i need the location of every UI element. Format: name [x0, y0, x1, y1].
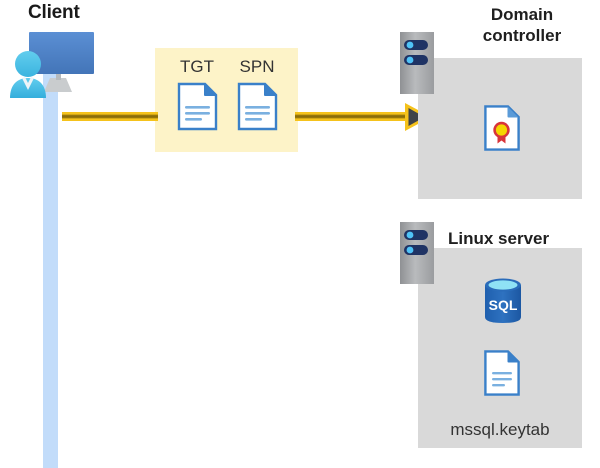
token-tgt-label: TGT: [180, 57, 214, 76]
token-spn: SPN: [231, 56, 283, 132]
arrow-segment-right: [295, 112, 413, 121]
client-lifeline: [43, 72, 58, 468]
server-rack-icon: [400, 222, 434, 284]
token-tgt: TGT: [171, 56, 223, 132]
sql-icon-text: SQL: [489, 297, 518, 313]
keytab-filename-label: mssql.keytab: [450, 420, 550, 439]
user-with-monitor-icon: [4, 28, 104, 108]
document-icon: [484, 350, 520, 396]
domain-controller-title: Domain controller: [482, 5, 562, 45]
arrow-segment-left: [62, 112, 158, 121]
server-rack-icon: [400, 32, 434, 94]
document-icon: [231, 80, 283, 132]
certificate-document-icon: [484, 105, 520, 151]
sql-database-icon: SQL: [482, 277, 524, 325]
document-icon: [171, 80, 223, 132]
token-spn-label: SPN: [239, 57, 275, 76]
client-label: Client: [28, 2, 80, 23]
linux-server-title: Linux server: [448, 229, 550, 248]
